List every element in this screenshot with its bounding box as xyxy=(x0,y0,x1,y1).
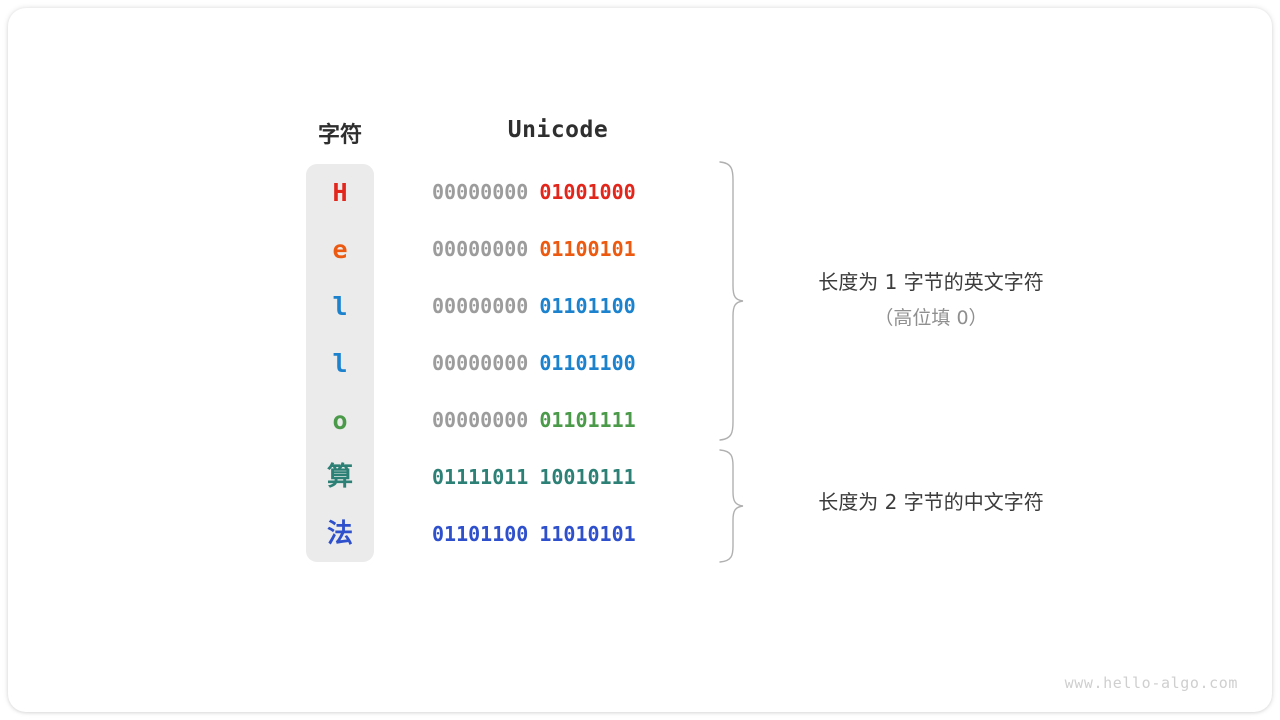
high-byte: 01111011 xyxy=(432,465,529,489)
high-byte: 00000000 xyxy=(432,351,529,375)
low-byte: 01101111 xyxy=(539,408,636,432)
binary-row: 01111011 10010111 xyxy=(432,449,684,506)
high-byte: 00000000 xyxy=(432,294,529,318)
character-cell: H xyxy=(332,178,348,207)
diagram-card xyxy=(8,8,1272,712)
low-byte: 11010101 xyxy=(539,522,636,546)
low-byte: 01001000 xyxy=(539,180,636,204)
low-byte: 01101100 xyxy=(539,351,636,375)
character-cell: 法 xyxy=(326,519,353,549)
binary-row: 00000000 01101100 xyxy=(432,335,684,392)
column-header-unicode: Unicode xyxy=(507,117,609,143)
character-cell: o xyxy=(332,406,348,435)
brace-one-byte-group xyxy=(716,160,746,442)
annotation-line-primary: 长度为 2 字节的中文字符 xyxy=(818,490,1044,514)
binary-row: 01101100 11010101 xyxy=(432,506,684,563)
binary-row: 00000000 01101100 xyxy=(432,278,684,335)
annotation-line-primary: 长度为 1 字节的英文字符 xyxy=(818,270,1044,294)
annotation-two-byte-chinese: 长度为 2 字节的中文字符 xyxy=(766,484,1096,520)
low-byte: 01101100 xyxy=(539,294,636,318)
binary-row: 00000000 01100101 xyxy=(432,221,684,278)
character-column-background xyxy=(306,164,374,562)
binary-row: 00000000 01001000 xyxy=(432,164,684,221)
annotation-line-secondary: （高位填 0） xyxy=(874,307,988,329)
character-cell: 算 xyxy=(326,462,353,492)
annotation-one-byte-english: 长度为 1 字节的英文字符 （高位填 0） xyxy=(766,264,1096,336)
binary-row: 00000000 01101111 xyxy=(432,392,684,449)
column-header-character: 字符 xyxy=(317,122,362,147)
character-cell: e xyxy=(332,235,348,264)
brace-two-byte-group xyxy=(716,448,746,564)
low-byte: 10010111 xyxy=(539,465,636,489)
low-byte: 01100101 xyxy=(539,237,636,261)
character-cell: l xyxy=(332,349,348,378)
watermark-url: www.hello-algo.com xyxy=(1064,674,1238,692)
character-cell: l xyxy=(332,292,348,321)
high-byte: 00000000 xyxy=(432,408,529,432)
high-byte: 01101100 xyxy=(432,522,529,546)
high-byte: 00000000 xyxy=(432,237,529,261)
high-byte: 00000000 xyxy=(432,180,529,204)
